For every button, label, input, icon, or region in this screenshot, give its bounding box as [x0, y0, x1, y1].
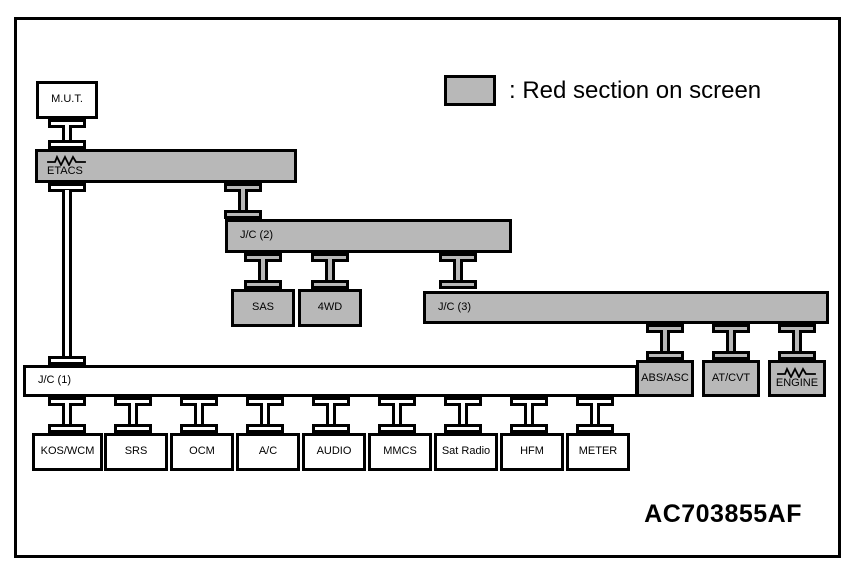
connector-plate-bottom — [114, 424, 152, 433]
connector-plate-bottom — [246, 424, 284, 433]
connector-stem — [62, 125, 72, 143]
node-meter-label: METER — [578, 445, 618, 458]
node-4wd[interactable]: 4WD — [298, 289, 362, 327]
connector-jc1-mmcs — [378, 397, 416, 433]
connector-plate-bottom — [180, 424, 218, 433]
connector-stem — [62, 403, 72, 427]
node-abs-asc[interactable]: ABS/ASC — [636, 360, 694, 397]
node-engine[interactable]: ENGINE — [768, 360, 826, 397]
node-hfm-label: HFM — [520, 445, 544, 458]
node-at-cvt-label: AT/CVT — [711, 371, 751, 384]
connector-stem — [792, 330, 802, 354]
node-sat-radio[interactable]: Sat Radio — [434, 433, 498, 471]
connector-stem — [325, 259, 335, 283]
node-kos-wcm[interactable]: KOS/WCM — [32, 433, 103, 471]
node-jc1[interactable]: J/C (1) — [23, 365, 638, 397]
connector-etacs-jc2 — [224, 183, 262, 219]
connector-stem — [326, 403, 336, 427]
connector-stem — [524, 403, 534, 427]
connector-plate-bottom — [576, 424, 614, 433]
resistor-icon — [47, 154, 87, 166]
node-at-cvt[interactable]: AT/CVT — [702, 360, 760, 397]
connector-stem — [590, 403, 600, 427]
node-mut-label: M.U.T. — [51, 93, 83, 106]
node-etacs[interactable]: ETACS — [35, 149, 297, 183]
connector-jc1-meter — [576, 397, 614, 433]
connector-stem — [194, 403, 204, 427]
connector-jc3-engine — [778, 324, 816, 360]
connector-stem — [660, 330, 670, 354]
connector-plate-bottom — [48, 356, 86, 365]
node-ac[interactable]: A/C — [236, 433, 300, 471]
node-4wd-label: 4WD — [317, 301, 343, 314]
part-number-label: AC703855AF — [644, 500, 802, 528]
connector-jc2-sas — [244, 253, 282, 289]
diagram-frame: : Red section on screen M.U.T. ETACS — [14, 17, 841, 558]
connector-mut-etacs — [48, 119, 86, 149]
connector-plate-bottom — [712, 351, 750, 360]
node-audio-label: AUDIO — [316, 445, 352, 458]
node-kos-wcm-label: KOS/WCM — [40, 445, 95, 458]
node-jc3-label: J/C (3) — [438, 300, 471, 313]
node-ocm[interactable]: OCM — [170, 433, 234, 471]
connector-jc1-srs — [114, 397, 152, 433]
connector-jc1-ocm — [180, 397, 218, 433]
connector-plate-bottom — [311, 280, 349, 289]
connector-plate-bottom — [439, 280, 477, 289]
legend-label: : Red section on screen — [509, 76, 762, 104]
node-ac-label: A/C — [258, 445, 278, 458]
legend: : Red section on screen — [444, 75, 761, 106]
connector-plate-bottom — [778, 351, 816, 360]
connector-etacs-jc1-bottom-plate — [48, 356, 86, 365]
connector-jc3-atcvt — [712, 324, 750, 360]
connector-stem — [392, 403, 402, 427]
node-audio[interactable]: AUDIO — [302, 433, 366, 471]
node-engine-label: ENGINE — [775, 377, 819, 390]
connector-plate-bottom — [312, 424, 350, 433]
connector-jc1-ac — [246, 397, 284, 433]
node-sas[interactable]: SAS — [231, 289, 295, 327]
node-srs-label: SRS — [124, 445, 148, 458]
connector-plate-bottom — [510, 424, 548, 433]
connector-plate-bottom — [646, 351, 684, 360]
node-mut[interactable]: M.U.T. — [36, 81, 98, 119]
connector-stem — [726, 330, 736, 354]
node-ocm-label: OCM — [189, 445, 215, 458]
node-sas-label: SAS — [251, 301, 274, 314]
connector-jc1-koswcm — [48, 397, 86, 433]
node-jc2[interactable]: J/C (2) — [225, 219, 512, 253]
node-jc1-label: J/C (1) — [38, 374, 71, 387]
connector-stem — [260, 403, 270, 427]
node-etacs-label: ETACS — [47, 164, 83, 177]
connector-stem — [458, 403, 468, 427]
connector-jc2-jc3 — [439, 253, 477, 289]
node-meter[interactable]: METER — [566, 433, 630, 471]
node-mmcs[interactable]: MMCS — [368, 433, 432, 471]
connector-plate-bottom — [224, 210, 262, 219]
connector-stem — [258, 259, 268, 283]
connector-stem — [453, 259, 463, 283]
node-hfm[interactable]: HFM — [500, 433, 564, 471]
connector-jc2-4wd — [311, 253, 349, 289]
connector-stem — [128, 403, 138, 427]
node-jc3[interactable]: J/C (3) — [423, 291, 829, 324]
connector-plate-bottom — [444, 424, 482, 433]
connector-plate-bottom — [48, 424, 86, 433]
connector-jc1-hfm — [510, 397, 548, 433]
node-srs[interactable]: SRS — [104, 433, 168, 471]
resistor-icon — [777, 367, 817, 379]
legend-swatch — [444, 75, 496, 106]
connector-plate-bottom — [378, 424, 416, 433]
connector-plate-bottom — [244, 280, 282, 289]
connector-jc3-absasc — [646, 324, 684, 360]
node-sat-radio-label: Sat Radio — [441, 445, 491, 458]
node-jc2-label: J/C (2) — [240, 229, 273, 242]
bus-rail-etacs-jc1 — [62, 190, 72, 369]
connector-jc1-audio — [312, 397, 350, 433]
connector-jc1-satradio — [444, 397, 482, 433]
node-mmcs-label: MMCS — [383, 445, 417, 458]
node-abs-asc-label: ABS/ASC — [641, 371, 689, 384]
connector-plate-bottom — [48, 140, 86, 149]
connector-stem — [238, 189, 248, 213]
